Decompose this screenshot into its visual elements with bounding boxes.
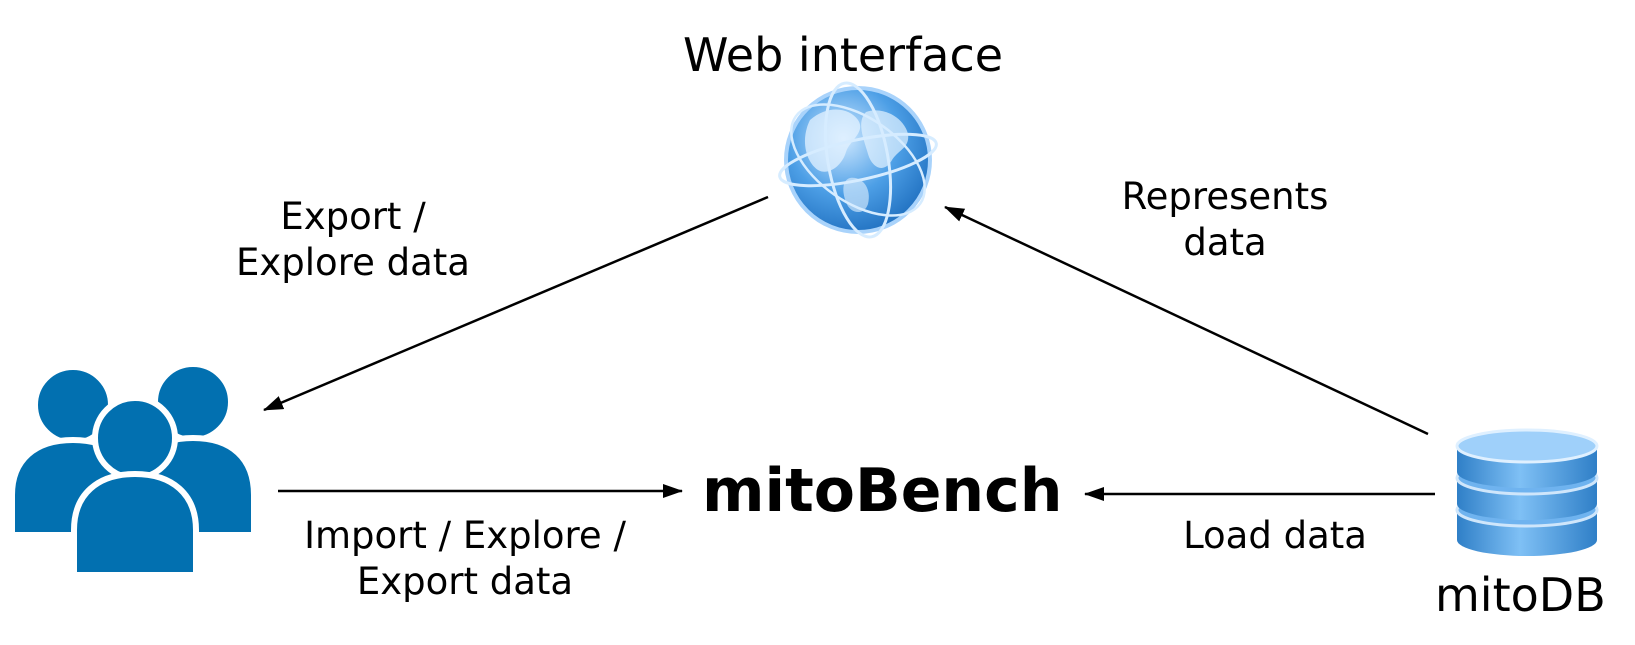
edge-label-db-to-bench: Load data xyxy=(1170,517,1380,554)
edge-label-line: Load data xyxy=(1183,514,1367,557)
arrow-web-to-users xyxy=(263,195,769,412)
edge-label-line: Import / Explore / xyxy=(304,514,626,557)
mitodb-label: mitoDB xyxy=(1435,568,1606,622)
edge-label-line: Represents xyxy=(1121,175,1329,218)
users-icon xyxy=(9,361,257,578)
edge-label-web-to-users: Export / Explore data xyxy=(228,198,478,281)
web-interface-label: Web interface xyxy=(683,28,1004,82)
edge-label-line: data xyxy=(1183,221,1267,264)
edge-label-db-to-web: Represents data xyxy=(1105,178,1345,261)
database-icon xyxy=(1455,428,1599,556)
edge-label-line: Export data xyxy=(356,560,574,603)
edge-label-line: Export / xyxy=(280,195,426,238)
arrow-db-to-web xyxy=(944,205,1429,436)
edge-label-line: Explore data xyxy=(236,241,470,284)
globe-icon xyxy=(778,81,938,239)
edge-label-users-to-bench: Import / Explore / Export data xyxy=(275,517,655,600)
mitobench-label: mitoBench xyxy=(702,456,1063,526)
